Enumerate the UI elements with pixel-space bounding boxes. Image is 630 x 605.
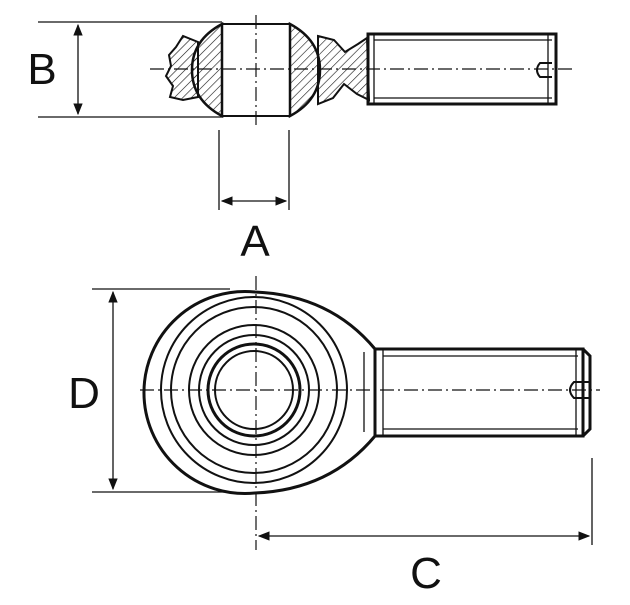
ball-right-section: [288, 21, 322, 119]
label-d: D: [68, 369, 100, 418]
ball-left-section: [190, 21, 224, 119]
dimension-c: C: [257, 458, 593, 598]
label-b: B: [27, 45, 56, 94]
front-shank-body: [373, 347, 585, 438]
housing-left-lobe: [164, 34, 199, 102]
front-lube-hole-icon: [569, 381, 590, 399]
dimension-b: B: [27, 21, 222, 118]
housing-right-lobe: [317, 34, 371, 106]
dimension-a: A: [218, 130, 290, 266]
label-a: A: [240, 217, 270, 266]
lube-hole-icon: [536, 62, 552, 78]
label-c: C: [410, 549, 442, 598]
dimension-d: D: [68, 288, 230, 493]
housing-inner-ring: [160, 296, 348, 484]
front-view: [140, 276, 600, 550]
side-section-view: [150, 15, 575, 128]
shank-chamfer: [581, 347, 592, 438]
housing-outline: [142, 290, 377, 495]
